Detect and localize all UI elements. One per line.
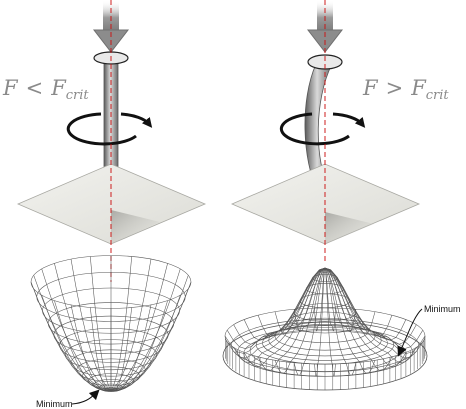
minimum-label-right: Minimum xyxy=(424,304,461,314)
energy-bowl-icon xyxy=(31,256,191,392)
rotation-arrow-icon xyxy=(66,112,153,146)
minimum-pointer-left xyxy=(71,389,100,405)
minimum-pointer-right xyxy=(397,308,423,357)
condition-relation: < xyxy=(26,76,44,100)
condition-f: F xyxy=(2,76,19,100)
condition-relation: > xyxy=(386,76,404,100)
rotation-arrow-icon xyxy=(279,112,366,146)
condition-rhs: F xyxy=(50,76,67,100)
condition-subscript: crit xyxy=(426,88,450,103)
condition-label: F<Fcrit xyxy=(2,76,89,103)
condition-subscript: crit xyxy=(66,88,90,103)
condition-f: F xyxy=(362,76,379,100)
condition-label: F>Fcrit xyxy=(362,76,449,103)
condition-rhs: F xyxy=(410,76,427,100)
left-panel: F<Fcrit Minimum xyxy=(2,0,207,409)
right-panel: F>Fcrit Minimum xyxy=(223,0,461,390)
minimum-label-left: Minimum xyxy=(36,399,73,409)
mexican-hat-icon xyxy=(223,268,427,390)
